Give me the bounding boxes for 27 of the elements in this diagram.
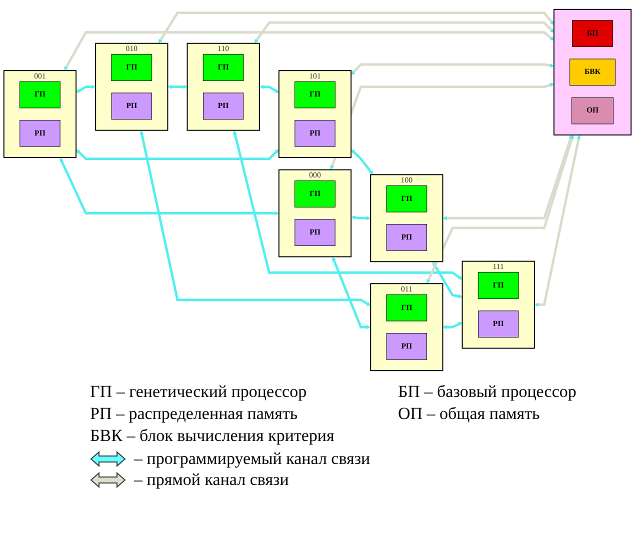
arrow: [76, 149, 280, 160]
abbreviation-note: ГП – генетический процессор: [90, 382, 308, 402]
arrow: [232, 130, 462, 280]
abbreviation-note: РП – распределенная память: [90, 404, 299, 424]
arrow: [332, 256, 371, 330]
arrow: [60, 158, 280, 216]
arrow: [442, 134, 573, 220]
arrow: [351, 215, 371, 220]
arrow: [351, 63, 554, 76]
arrow: [254, 21, 554, 44]
arrow: [351, 149, 374, 175]
cluster: [553, 8, 632, 136]
legend-text: – прямой канал связи: [134, 470, 289, 490]
arrow: [140, 130, 371, 306]
arrow: [64, 31, 554, 71]
arrow: [426, 134, 574, 284]
abbreviation-note: ОП – общая память: [398, 404, 541, 424]
arrow: [432, 262, 462, 298]
arrow: [442, 322, 462, 330]
abbreviation-note: БВК – блок вычисления критерия: [90, 426, 336, 446]
abbreviation-note: БП – базовый процессор: [398, 382, 578, 402]
arrow: [168, 84, 188, 89]
arrow: [259, 84, 280, 93]
arrow: [158, 12, 554, 44]
arrow: [76, 84, 96, 93]
arrow: [534, 134, 581, 307]
legend-text: – программируемый канал связи: [134, 449, 370, 469]
